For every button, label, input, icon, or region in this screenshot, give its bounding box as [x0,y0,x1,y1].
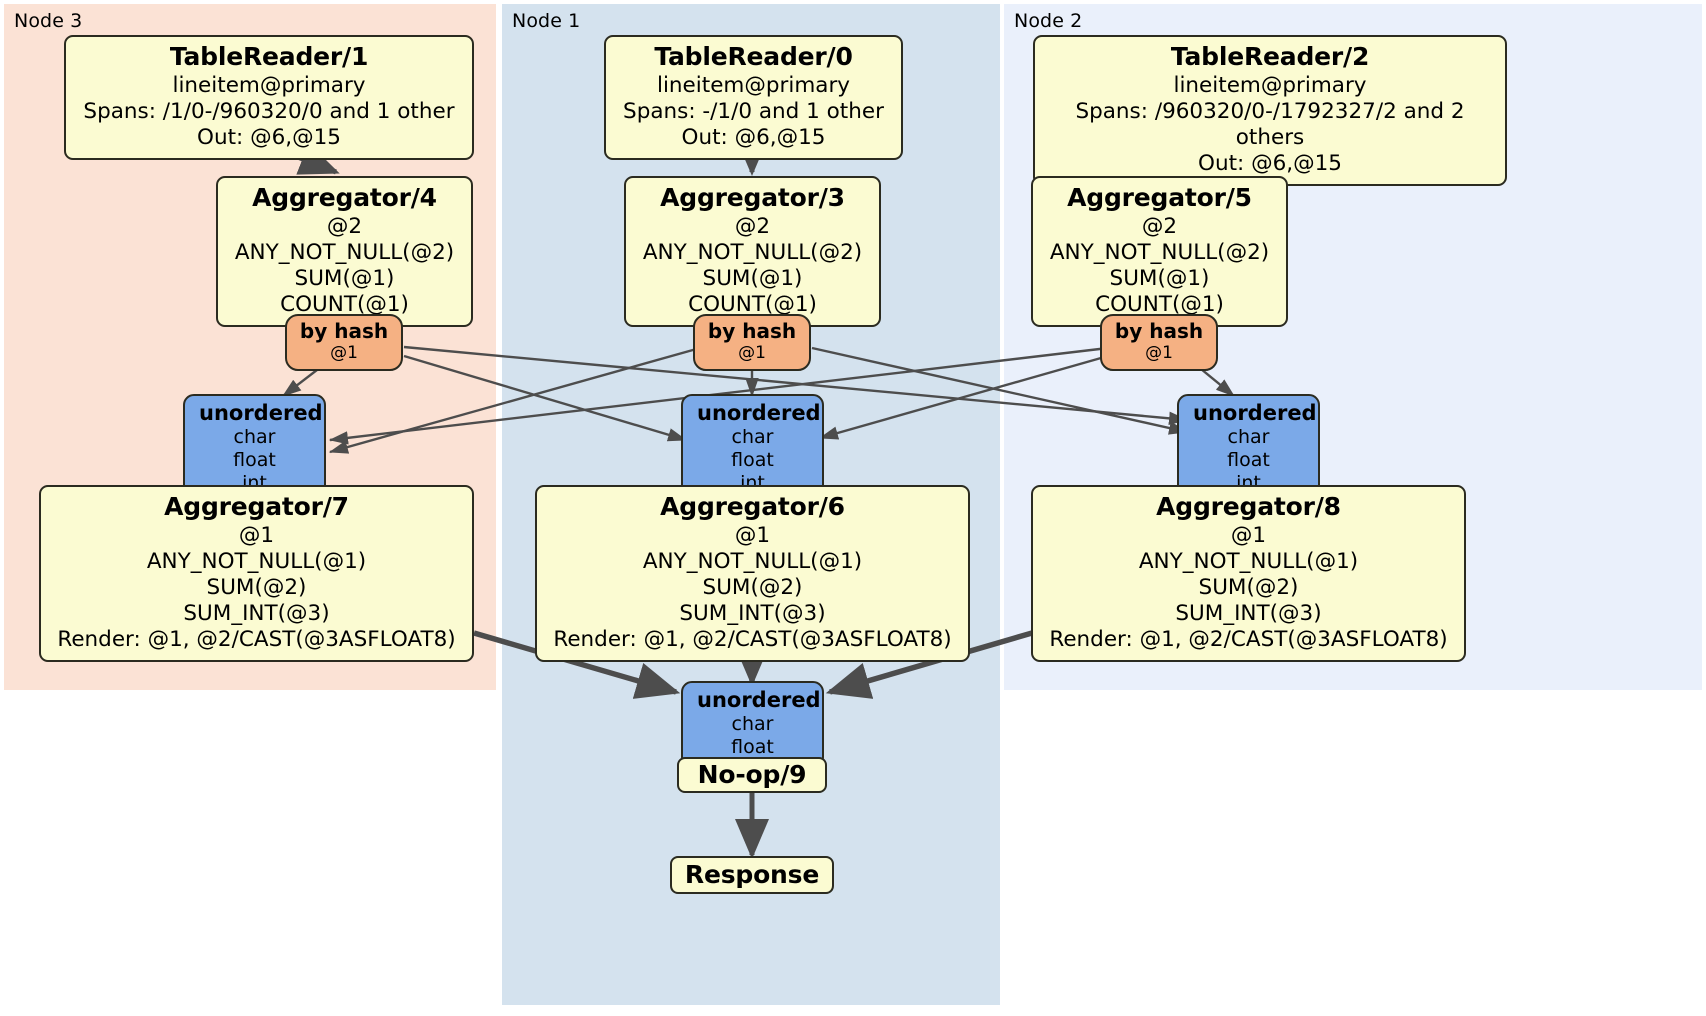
receiver-unordered-final-type-0: char [731,713,774,736]
router-by-hash-5[interactable]: by hash @1 [1100,314,1218,371]
aggregator-4-group: @2 [326,214,363,240]
tablereader-2-box[interactable]: TableReader/2 lineitem@primary Spans: /9… [1033,35,1507,187]
aggregator-8-group: @1 [1230,523,1267,549]
receiver-unordered-center-title: unordered [697,401,821,425]
receiver-unordered-left-type-1: float [233,449,276,472]
aggregator-4-func-1: SUM(@1) [294,266,395,292]
panel-node-1-label: Node 1 [512,10,581,32]
router-by-hash-5-key: @1 [1145,343,1173,364]
aggregator-5-box[interactable]: Aggregator/5 @2 ANY_NOT_NULL(@2) SUM(@1)… [1031,176,1288,328]
tablereader-2-title: TableReader/2 [1170,42,1370,71]
tablereader-2-table: lineitem@primary [1173,73,1367,99]
receiver-unordered-center-type-0: char [731,426,774,449]
aggregator-6-group: @1 [734,523,771,549]
aggregator-3-title: Aggregator/3 [660,183,845,212]
receiver-unordered-left-type-0: char [233,426,276,449]
router-by-hash-3-key: @1 [738,343,766,364]
aggregator-8-func-1: SUM(@2) [1198,575,1299,601]
router-by-hash-5-title: by hash [1114,319,1204,343]
aggregator-6-func-0: ANY_NOT_NULL(@1) [642,549,863,575]
aggregator-7-title: Aggregator/7 [164,492,349,521]
aggregator-3-group: @2 [734,214,771,240]
tablereader-2-out: Out: @6,@15 [1198,151,1342,177]
aggregator-7-group: @1 [238,523,275,549]
panel-node-2-label: Node 2 [1014,10,1083,32]
noop-9-box[interactable]: No-op/9 [677,757,827,793]
aggregator-7-box[interactable]: Aggregator/7 @1 ANY_NOT_NULL(@1) SUM(@2)… [39,485,474,663]
receiver-unordered-final-type-1: float [731,736,774,759]
aggregator-5-func-0: ANY_NOT_NULL(@2) [1049,240,1270,266]
receiver-unordered-left-title: unordered [199,401,323,425]
aggregator-7-render: Render: @1, @2/CAST(@3ASFLOAT8) [57,627,456,653]
aggregator-4-func-0: ANY_NOT_NULL(@2) [234,240,455,266]
tablereader-0-table: lineitem@primary [656,73,851,99]
response-title: Response [684,859,820,889]
receiver-unordered-right-type-0: char [1227,426,1270,449]
aggregator-8-render: Render: @1, @2/CAST(@3ASFLOAT8) [1049,627,1448,653]
tablereader-2-spans: Spans: /960320/0-/1792327/2 and 2 others [1075,99,1465,151]
aggregator-6-func-1: SUM(@2) [702,575,803,601]
aggregator-6-title: Aggregator/6 [660,492,845,521]
aggregator-7-func-1: SUM(@2) [206,575,307,601]
aggregator-5-func-2: COUNT(@1) [1095,292,1224,318]
aggregator-3-func-1: SUM(@1) [702,266,803,292]
router-by-hash-3[interactable]: by hash @1 [693,314,811,371]
aggregator-4-title: Aggregator/4 [252,183,437,212]
tablereader-1-table: lineitem@primary [172,73,366,99]
aggregator-3-func-0: ANY_NOT_NULL(@2) [642,240,863,266]
aggregator-4-func-2: COUNT(@1) [280,292,409,318]
aggregator-6-box[interactable]: Aggregator/6 @1 ANY_NOT_NULL(@1) SUM(@2)… [535,485,970,663]
aggregator-8-func-2: SUM_INT(@3) [1175,601,1322,627]
aggregator-3-box[interactable]: Aggregator/3 @2 ANY_NOT_NULL(@2) SUM(@1)… [624,176,881,328]
receiver-unordered-right-title: unordered [1193,401,1317,425]
router-by-hash-4-key: @1 [330,343,358,364]
receiver-unordered-final-title: unordered [697,688,821,712]
aggregator-8-box[interactable]: Aggregator/8 @1 ANY_NOT_NULL(@1) SUM(@2)… [1031,485,1466,663]
aggregator-8-func-0: ANY_NOT_NULL(@1) [1138,549,1359,575]
aggregator-7-func-0: ANY_NOT_NULL(@1) [146,549,367,575]
tablereader-1-box[interactable]: TableReader/1 lineitem@primary Spans: /1… [64,35,474,161]
router-by-hash-4-title: by hash [299,319,389,343]
panel-node-3-label: Node 3 [14,10,83,32]
aggregator-4-box[interactable]: Aggregator/4 @2 ANY_NOT_NULL(@2) SUM(@1)… [216,176,473,328]
tablereader-1-out: Out: @6,@15 [197,125,341,151]
receiver-unordered-right-type-1: float [1227,449,1270,472]
tablereader-0-spans: Spans: -/1/0 and 1 other [623,99,884,125]
aggregator-5-group: @2 [1141,214,1178,240]
router-by-hash-4[interactable]: by hash @1 [285,314,403,371]
aggregator-8-title: Aggregator/8 [1156,492,1341,521]
aggregator-6-func-2: SUM_INT(@3) [679,601,826,627]
tablereader-1-title: TableReader/1 [169,42,369,71]
tablereader-0-out: Out: @6,@15 [681,125,826,151]
tablereader-0-box[interactable]: TableReader/0 lineitem@primary Spans: -/… [604,35,903,161]
tablereader-0-title: TableReader/0 [654,42,853,71]
noop-9-title: No-op/9 [697,759,807,789]
router-by-hash-3-title: by hash [707,319,797,343]
aggregator-7-func-2: SUM_INT(@3) [183,601,330,627]
receiver-unordered-center-type-1: float [731,449,774,472]
aggregator-3-func-2: COUNT(@1) [688,292,817,318]
aggregator-6-render: Render: @1, @2/CAST(@3ASFLOAT8) [553,627,952,653]
response-box[interactable]: Response [670,856,834,894]
receiver-unordered-final[interactable]: unordered char float [681,681,824,769]
aggregator-5-title: Aggregator/5 [1067,183,1252,212]
tablereader-1-spans: Spans: /1/0-/960320/0 and 1 other [83,99,455,125]
aggregator-5-func-1: SUM(@1) [1109,266,1210,292]
